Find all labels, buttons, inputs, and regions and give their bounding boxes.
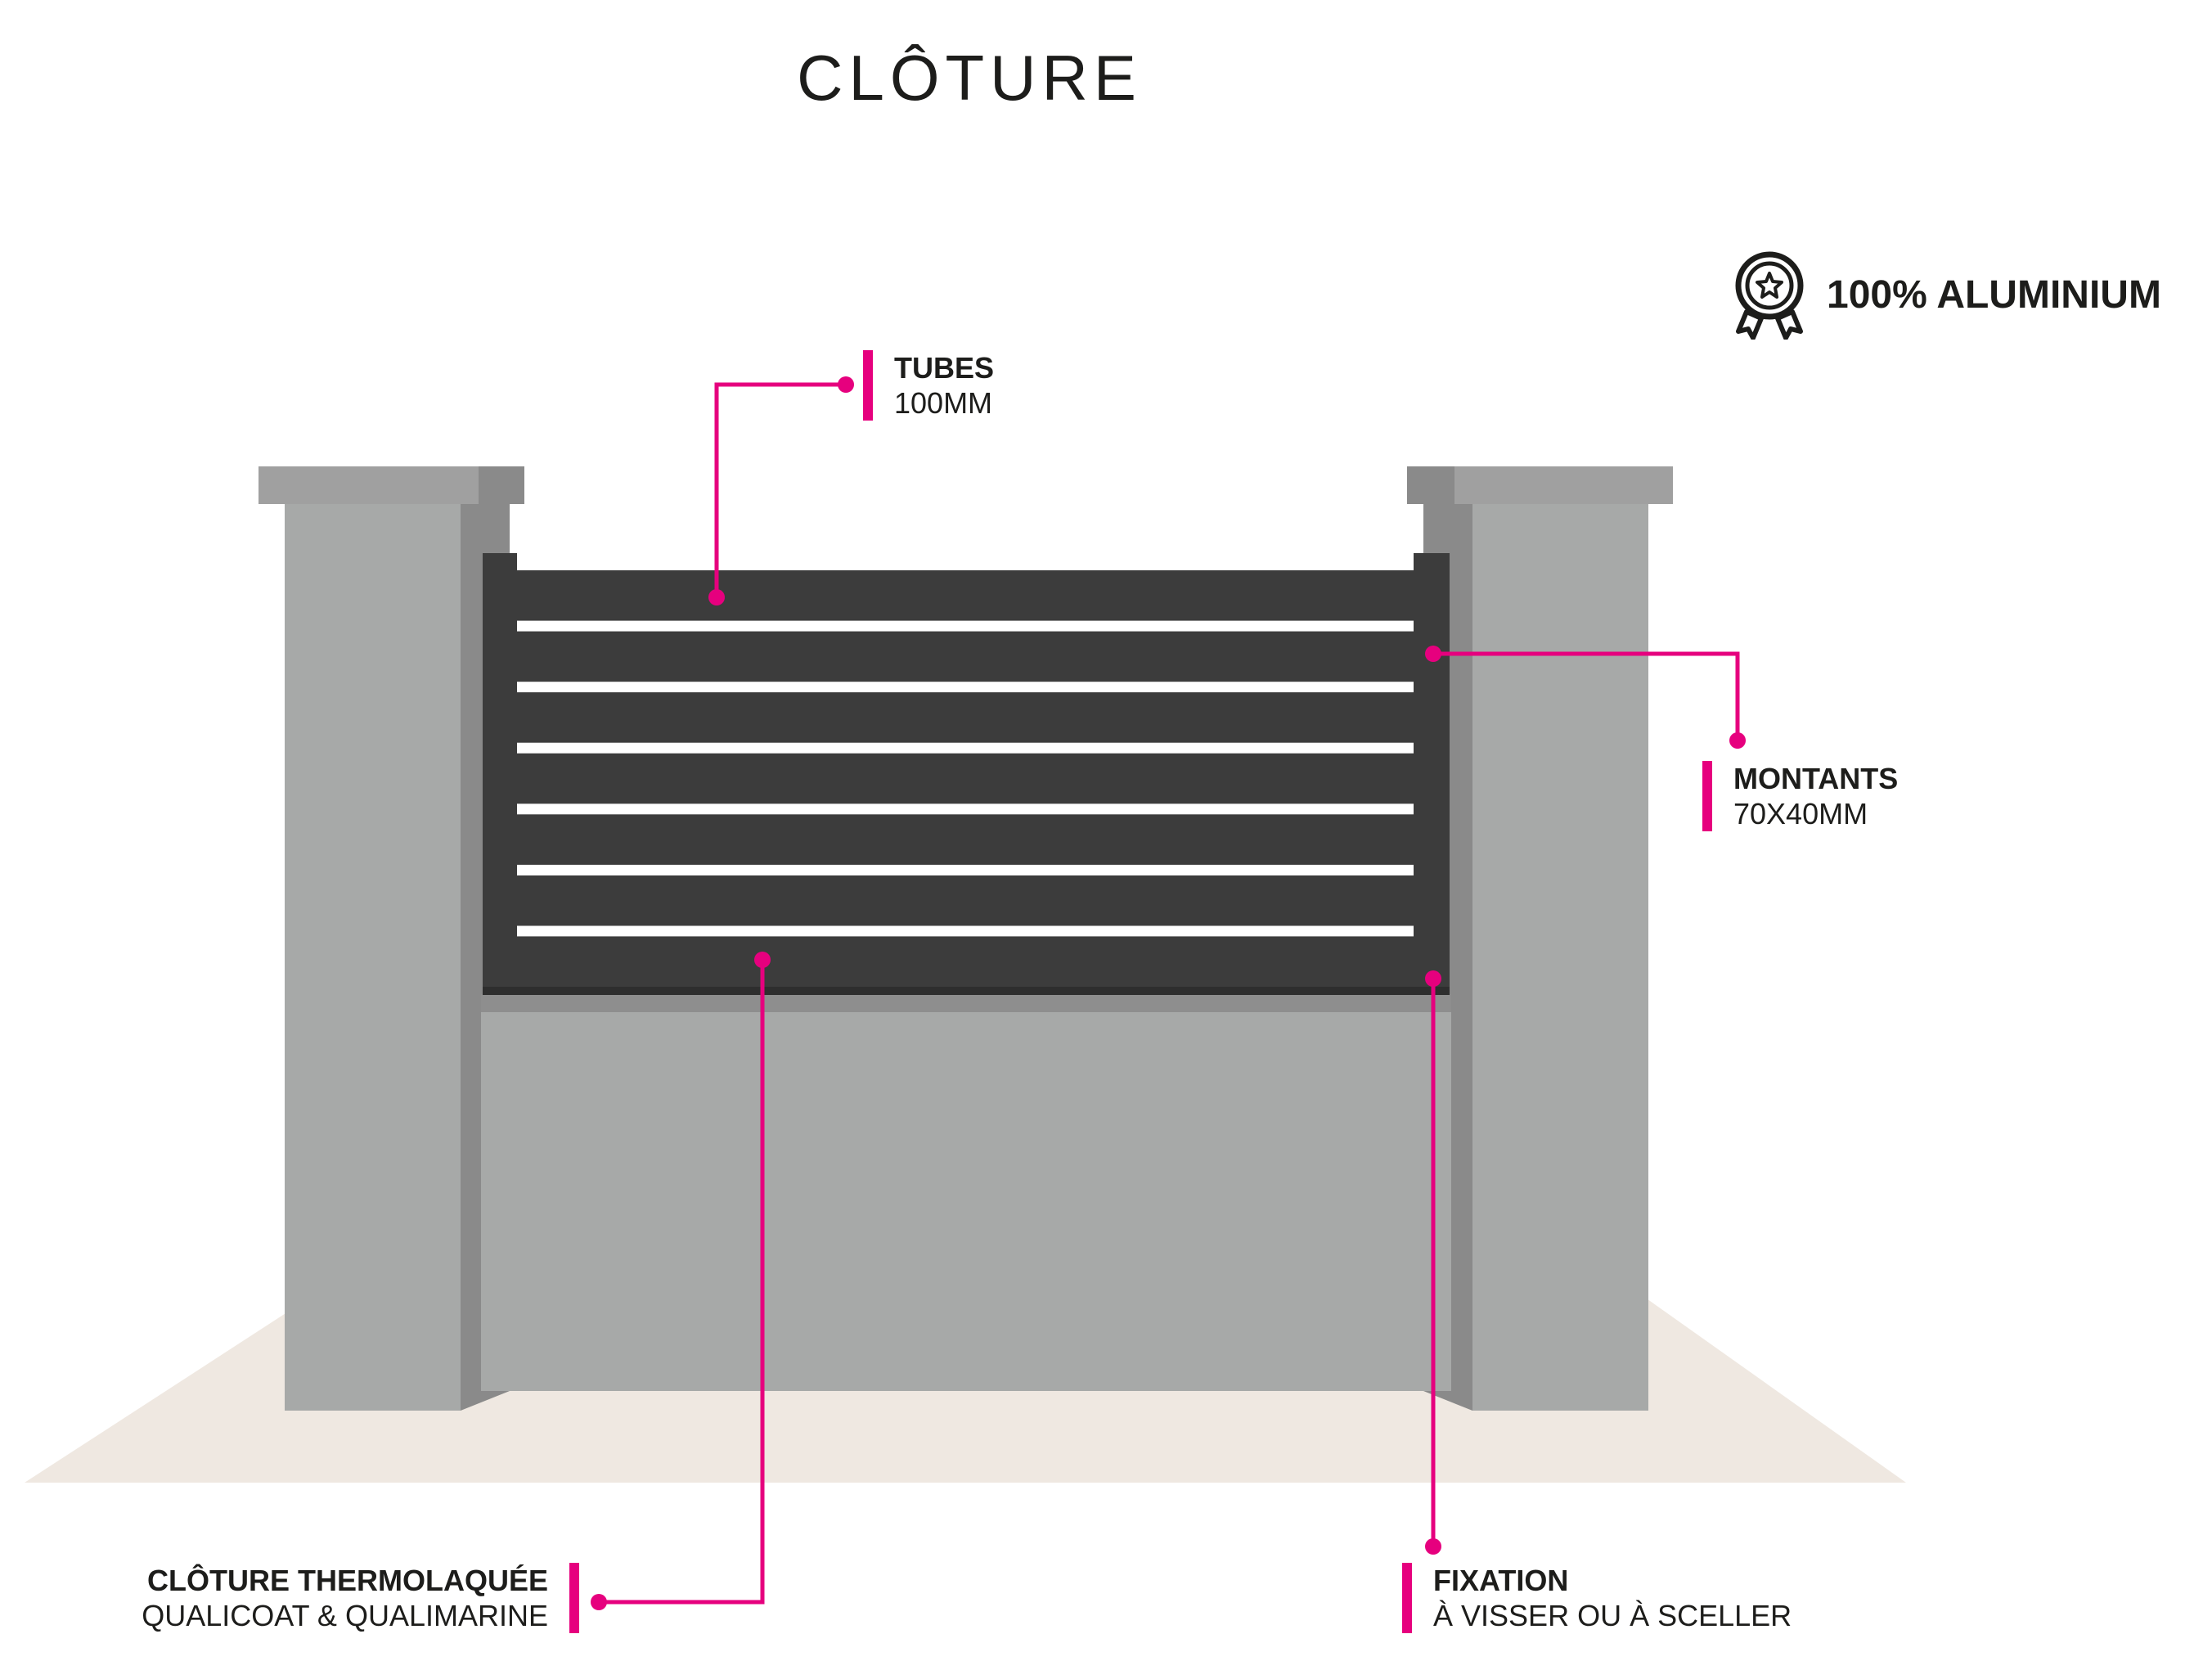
horizontal-tube (517, 875, 1414, 926)
low-wall (481, 994, 1451, 1391)
thermolaquee-anchor-dot (754, 952, 771, 968)
horizontal-tube (517, 631, 1414, 682)
tubes-callout-subtitle: 100MM (894, 386, 993, 421)
fixation-callout-title: FIXATION (1433, 1564, 1569, 1597)
fixation-anchor-dot (1425, 970, 1441, 987)
montants-label-dot (1729, 732, 1746, 749)
montants-anchor-dot (1425, 646, 1441, 662)
tubes-leader-line (714, 382, 846, 597)
aluminium-badge: 100% ALUMINIUM (1730, 250, 2161, 340)
horizontal-tube (517, 814, 1414, 865)
fixation-callout-subtitle: À VISSER OU À SCELLER (1433, 1599, 1792, 1633)
montants-callout-subtitle: 70X40MM (1733, 797, 1868, 831)
leader-dots (591, 376, 1746, 1610)
thermolaquee-callout-title: CLÔTURE THERMOLAQUÉE (147, 1564, 548, 1597)
horizontal-tube (517, 753, 1414, 804)
panel-base-rail (483, 987, 1450, 995)
horizontal-tube (517, 936, 1414, 987)
horizontal-tube (517, 570, 1414, 621)
montants-callout-title: MONTANTS (1733, 762, 1899, 795)
right-post (1414, 553, 1450, 993)
thermolaquee-callout: CLÔTURE THERMOLAQUÉE QUALICOAT & QUALIMA… (142, 1563, 579, 1634)
tubes-callout-title: TUBES (894, 351, 995, 385)
tubes-callout: TUBES 100MM (863, 350, 994, 421)
award-ribbon-icon (1735, 251, 1804, 340)
leader-lines (599, 382, 1740, 1605)
left-pillar (259, 466, 524, 1411)
fixation-label-dot (1425, 1538, 1441, 1555)
fence-panel (483, 553, 1450, 995)
page-title: CLÔTURE (797, 42, 1142, 114)
thermolaquee-callout-subtitle: QUALICOAT & QUALIMARINE (142, 1599, 548, 1633)
horizontal-tubes (517, 570, 1414, 987)
tubes-label-dot (838, 376, 854, 393)
horizontal-tube (517, 692, 1414, 743)
badge-label: 100% ALUMINIUM (1827, 272, 2161, 317)
thermolaquee-leader-line (599, 960, 765, 1605)
left-post (483, 553, 517, 993)
montants-callout: MONTANTS 70X40MM (1702, 761, 1899, 832)
tubes-anchor-dot (708, 589, 725, 605)
fixation-callout: FIXATION À VISSER OU À SCELLER (1402, 1563, 1792, 1634)
montants-leader-line (1433, 651, 1740, 740)
thermolaquee-label-dot (591, 1594, 607, 1610)
